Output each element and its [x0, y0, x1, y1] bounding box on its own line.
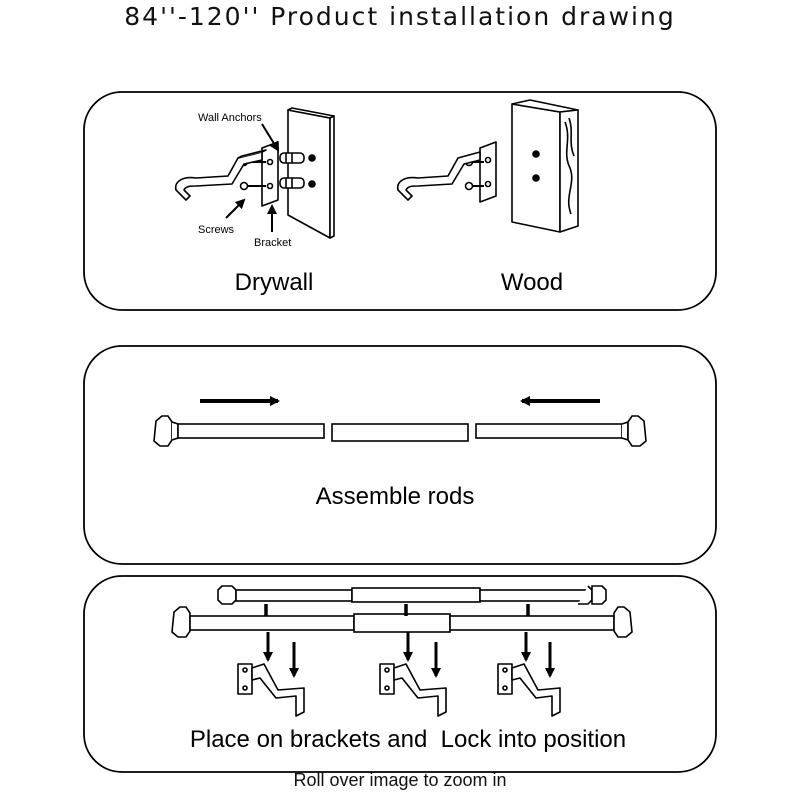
panel-assemble: Assemble rods	[83, 345, 717, 565]
wood-bracket-illustration	[396, 99, 579, 233]
screws-label: Screws	[198, 224, 235, 236]
upper-rod	[217, 585, 607, 605]
lower-rod	[171, 606, 633, 638]
drywall-caption: Drywall	[235, 269, 314, 296]
assemble-caption: Assemble rods	[316, 483, 475, 510]
wall-anchors-label: Wall Anchors	[198, 112, 262, 124]
drywall-bracket-illustration	[174, 107, 335, 239]
down-arrows	[263, 632, 555, 678]
wood-caption: Wood	[501, 269, 563, 296]
bracket-label: Bracket	[254, 237, 291, 249]
panel-place: Place on brackets and Lock into position	[83, 575, 717, 773]
bracket-right	[497, 663, 561, 717]
drywall-label-arrows	[225, 123, 280, 232]
drop-lines	[264, 604, 530, 616]
bracket-left	[237, 663, 305, 717]
bracket-center	[379, 663, 447, 717]
zoom-hint: Roll over image to zoom in	[293, 770, 507, 790]
page-title: 84''-120'' Product installation drawing	[124, 2, 676, 31]
place-caption: Place on brackets and Lock into position	[190, 726, 626, 753]
middle-rod-segment	[331, 423, 469, 442]
left-rod-segment	[153, 415, 325, 447]
panel-mounting: Wall Anchors Screws Bracket Drywall	[83, 91, 717, 311]
right-rod-segment	[475, 415, 647, 447]
